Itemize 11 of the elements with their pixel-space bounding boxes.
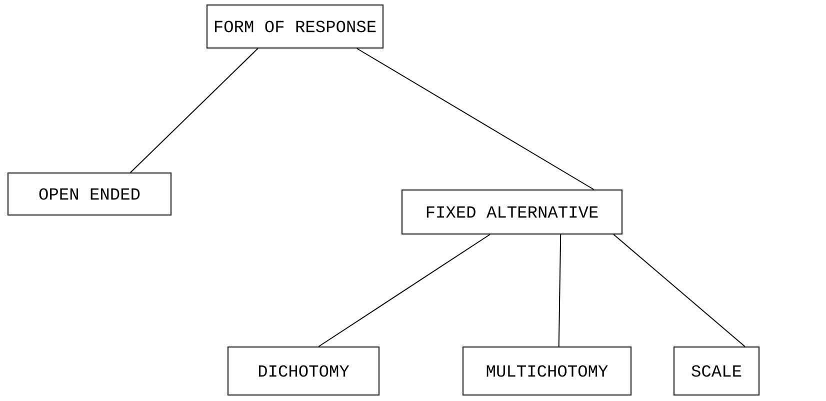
label-box: SCALE: [674, 346, 760, 396]
connector-line: [130, 48, 258, 173]
connector-line: [318, 234, 490, 347]
label-box: OPEN ENDED: [8, 172, 172, 216]
connector-line: [613, 234, 746, 347]
connector-line: [558, 234, 562, 347]
label-box: DICHOTOMY: [228, 346, 380, 396]
label-box: FORM OF RESPONSE: [206, 4, 384, 48]
label-box: MULTICHOTOMY: [462, 346, 632, 396]
connector-line: [356, 48, 594, 190]
label-box: FIXED ALTERNATIVE: [402, 190, 622, 234]
